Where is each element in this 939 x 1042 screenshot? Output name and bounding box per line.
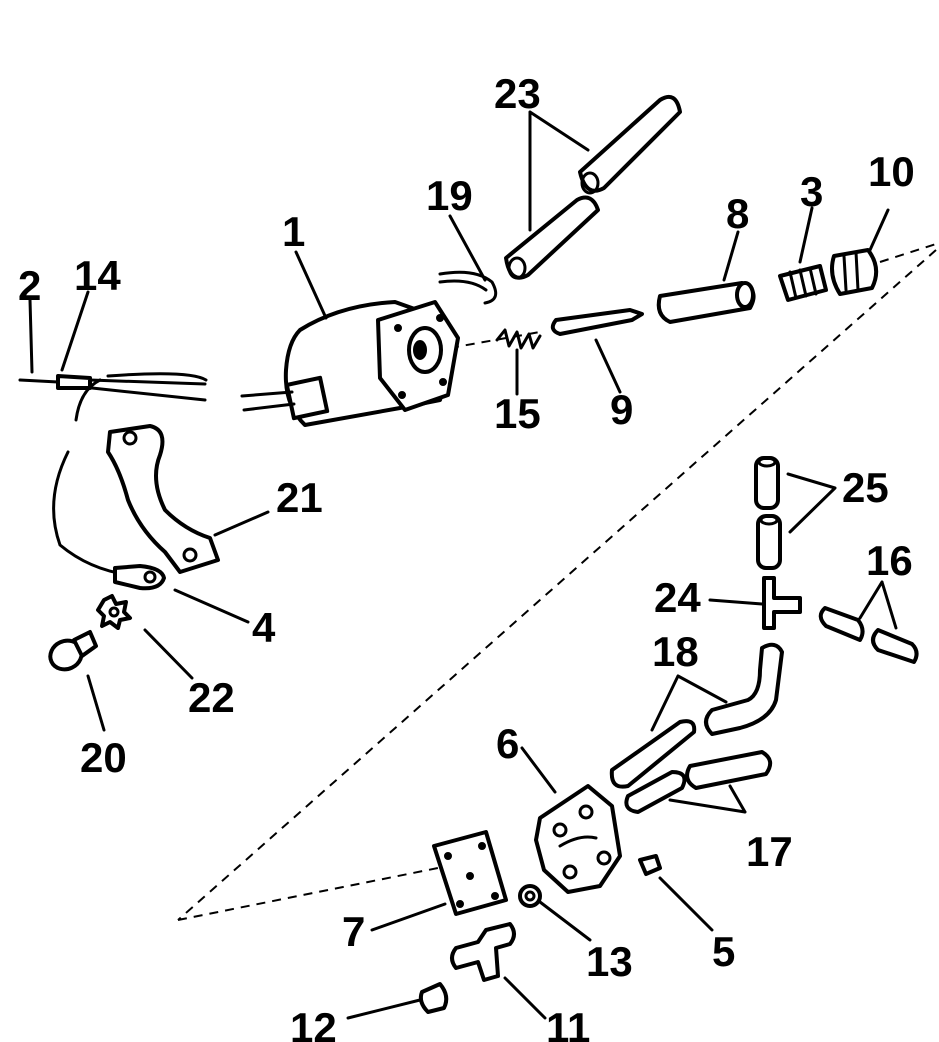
tee-fitting <box>762 576 802 630</box>
pump-motor <box>240 300 460 427</box>
pump-cylinder <box>656 281 756 324</box>
fuel-hose-17 <box>624 750 773 814</box>
hose-23 <box>504 95 682 280</box>
callout-19: 19 <box>426 172 473 219</box>
callout-14: 14 <box>74 252 121 299</box>
callout-25: 25 <box>842 464 889 511</box>
callout-24: 24 <box>654 574 701 621</box>
screw-20 <box>48 630 98 672</box>
callout-9: 9 <box>610 386 633 433</box>
callout-11: 11 <box>546 1004 590 1042</box>
plunger <box>550 308 644 336</box>
lead-wires <box>18 372 208 422</box>
diaphragm-gasket <box>432 830 508 916</box>
callout-23: 23 <box>494 70 541 117</box>
callout-4: 4 <box>252 604 276 651</box>
callout-15: 15 <box>494 390 541 437</box>
fuel-hose-18 <box>609 642 784 789</box>
callout-17: 17 <box>746 828 793 875</box>
callout-6: 6 <box>496 720 519 767</box>
fuel-pump-body <box>534 784 622 894</box>
leader-lines <box>28 110 898 1020</box>
fuel-hose-16 <box>818 606 919 664</box>
fuel-tube-25 <box>754 456 782 570</box>
ground-wire <box>52 450 166 591</box>
mounting-bracket <box>106 424 220 574</box>
callout-3: 3 <box>800 168 823 215</box>
callout-5: 5 <box>712 928 735 975</box>
fitting-11 <box>450 922 516 982</box>
o-ring <box>518 884 542 908</box>
spring-3 <box>778 264 828 302</box>
callout-10: 10 <box>868 148 915 195</box>
assembly-guide-lines <box>177 243 937 921</box>
callout-18: 18 <box>652 628 699 675</box>
callout-22: 22 <box>188 674 235 721</box>
callout-2: 2 <box>18 262 41 309</box>
spring-15 <box>495 328 542 350</box>
callout-12: 12 <box>290 1004 337 1042</box>
end-cap <box>830 248 879 296</box>
fitting-cap <box>418 982 449 1014</box>
callout-1: 1 <box>282 208 305 255</box>
screw-5 <box>638 854 662 876</box>
hose-clip <box>438 270 498 305</box>
callout-labels: 1 2 3 4 5 6 7 8 9 10 11 12 13 14 15 16 1… <box>18 70 915 1042</box>
callout-7: 7 <box>342 908 365 955</box>
callout-20: 20 <box>80 734 127 781</box>
callout-8: 8 <box>726 190 749 237</box>
callout-21: 21 <box>276 474 323 521</box>
lock-washer <box>96 594 132 630</box>
callout-13: 13 <box>586 938 633 985</box>
callout-16: 16 <box>866 537 913 584</box>
